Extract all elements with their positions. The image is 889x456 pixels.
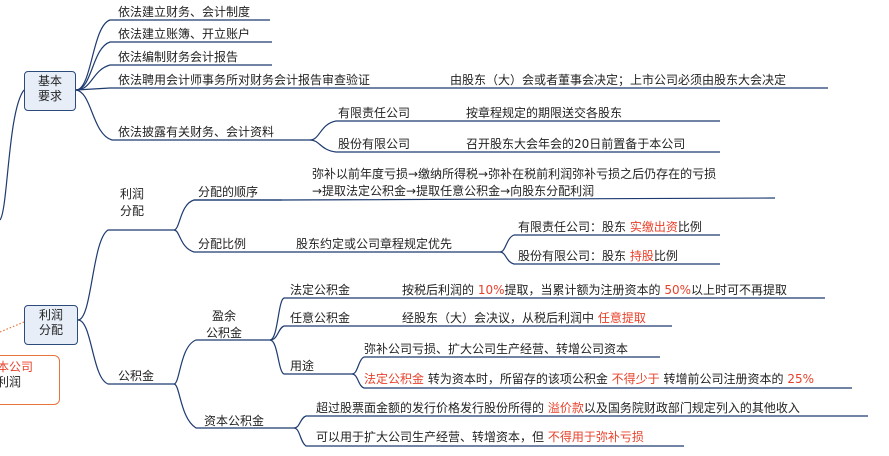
profit-label-line2: 分配 <box>38 323 63 337</box>
capital-line1-p1: 超过股票面金额的发行价格发行股份所得的 <box>316 401 548 415</box>
capital-line2-hl: 不得用于弥补亏损 <box>547 430 644 444</box>
use-line1: 弥补公司亏损、扩大公司生产经营、转增公司资本 <box>364 342 629 356</box>
disclosure-rule-ltd: 按章程规定的期限送交各股东 <box>466 106 623 120</box>
dist-ratio-rule: 股东约定或公司章程规定优先 <box>296 237 453 251</box>
dist-label-line1: 利润 <box>120 187 145 201</box>
disclosure-rule-corp: 召开股东大会年会的20日前置备于本公司 <box>466 137 686 151</box>
dist-order-label: 分配的顺序 <box>198 185 259 199</box>
basic-item-4: 依法聘用会计师事务所对财务会计报告审查验证 <box>118 73 371 87</box>
capital-line2: 可以用于扩大公司生产经营、转增资本，但 不得用于弥补亏损 <box>316 429 644 445</box>
dist-order-line1: 弥补以前年度亏损→缴纳所得税→弥补在税前利润弥补亏损之后仍存在的亏损 <box>312 167 717 181</box>
basic-requirements-node[interactable]: 基本 要求 <box>24 71 76 111</box>
audit-note: 由股东（大）会或者董事会决定；上市公司必须由股东大会决定 <box>450 73 787 87</box>
use-hl3: 25% <box>787 372 814 386</box>
surplus-label-line2: 公积金 <box>206 326 243 340</box>
statutory-p2: 提取，当累计额为注册资本的 <box>504 283 665 297</box>
ratio-ltd: 有限责任公司：股东 实缴出资比例 <box>518 219 702 235</box>
basic-item-1: 依法建立财务、会计制度 <box>118 5 251 19</box>
use-label: 用途 <box>290 359 315 373</box>
dist-order-line2: →提取法定公积金→提取任意公积金→向股东分配利润 <box>312 184 595 198</box>
basic-label-line1: 基本 <box>37 74 62 88</box>
ratio-ltd-prefix: 有限责任公司：股东 <box>518 220 630 234</box>
capital-line1: 超过股票面金额的发行价格发行股份所得的 溢价款以及国务院财政部门规定列入的其他收… <box>316 400 800 416</box>
profit-distribution-node[interactable]: 利润 分配 <box>24 305 78 345</box>
discretionary-hl: 任意提取 <box>597 311 646 325</box>
capital-reserve-label: 资本公积金 <box>204 414 265 428</box>
ratio-corp-highlight: 持股 <box>629 249 654 263</box>
statutory-p1: 按税后利润的 <box>402 283 478 297</box>
basic-item-2: 依法建立账簿、开立账户 <box>118 27 251 41</box>
ratio-ltd-suffix: 比例 <box>677 220 702 234</box>
dist-label: 利润 分配 <box>120 186 144 220</box>
dist-ratio-label: 分配比例 <box>198 237 247 251</box>
use-p2: 转为资本时，所留存的该项公积金 <box>424 372 612 386</box>
reserve-label: 公积金 <box>118 369 155 383</box>
disclosure-type-ltd: 有限责任公司 <box>338 106 411 120</box>
capital-line2-p1: 可以用于扩大公司生产经营、转增资本，但 <box>316 430 548 444</box>
disclosure-type-corp: 股份有限公司 <box>338 137 411 151</box>
use-line2: 法定公积金 转为资本时，所留存的该项公积金 不得少于 转增前公司注册资本的 25… <box>364 371 814 387</box>
basic-item-3: 依法编制财务会计报告 <box>118 50 239 64</box>
dist-label-line2: 分配 <box>120 204 145 218</box>
ratio-corp-prefix: 股份有限公司：股东 <box>518 249 630 263</box>
statutory-hl2: 50% <box>664 283 691 297</box>
statutory-p3: 以上时可不再提取 <box>691 283 788 297</box>
clipped-node-line1: 本公司 <box>0 360 34 374</box>
discretionary-label: 任意公积金 <box>290 311 351 325</box>
ratio-corp: 股份有限公司：股东 持股比例 <box>518 248 678 264</box>
capital-line1-hl: 溢价款 <box>547 401 584 415</box>
profit-label-line1: 利润 <box>38 308 63 322</box>
statutory-hl1: 10% <box>477 283 505 297</box>
statutory-label: 法定公积金 <box>290 283 351 297</box>
surplus-reserve-label: 盈余 公积金 <box>206 308 242 342</box>
basic-item-5: 依法披露有关财务、会计资料 <box>118 125 275 139</box>
basic-label-line2: 要求 <box>37 89 62 103</box>
discretionary-p1: 经股东（大）会决议，从税后利润中 <box>402 311 598 325</box>
use-hl1: 法定公积金 <box>364 372 425 386</box>
capital-line1-p2: 以及国务院财政部门规定列入的其他收入 <box>583 401 800 415</box>
surplus-label-line1: 盈余 <box>212 309 237 323</box>
discretionary-rule: 经股东（大）会决议，从税后利润中 任意提取 <box>402 310 646 326</box>
clipped-node-line2: 利润 <box>0 375 22 389</box>
ratio-corp-suffix: 比例 <box>653 249 678 263</box>
use-hl2: 不得少于 <box>611 372 660 386</box>
statutory-rule: 按税后利润的 10%提取，当累计额为注册资本的 50%以上时可不再提取 <box>402 282 787 298</box>
use-p3: 转增前公司注册资本的 <box>659 372 788 386</box>
clipped-company-profit-node[interactable]: 本公司 利润 <box>0 355 60 405</box>
ratio-ltd-highlight: 实缴出资 <box>629 220 678 234</box>
